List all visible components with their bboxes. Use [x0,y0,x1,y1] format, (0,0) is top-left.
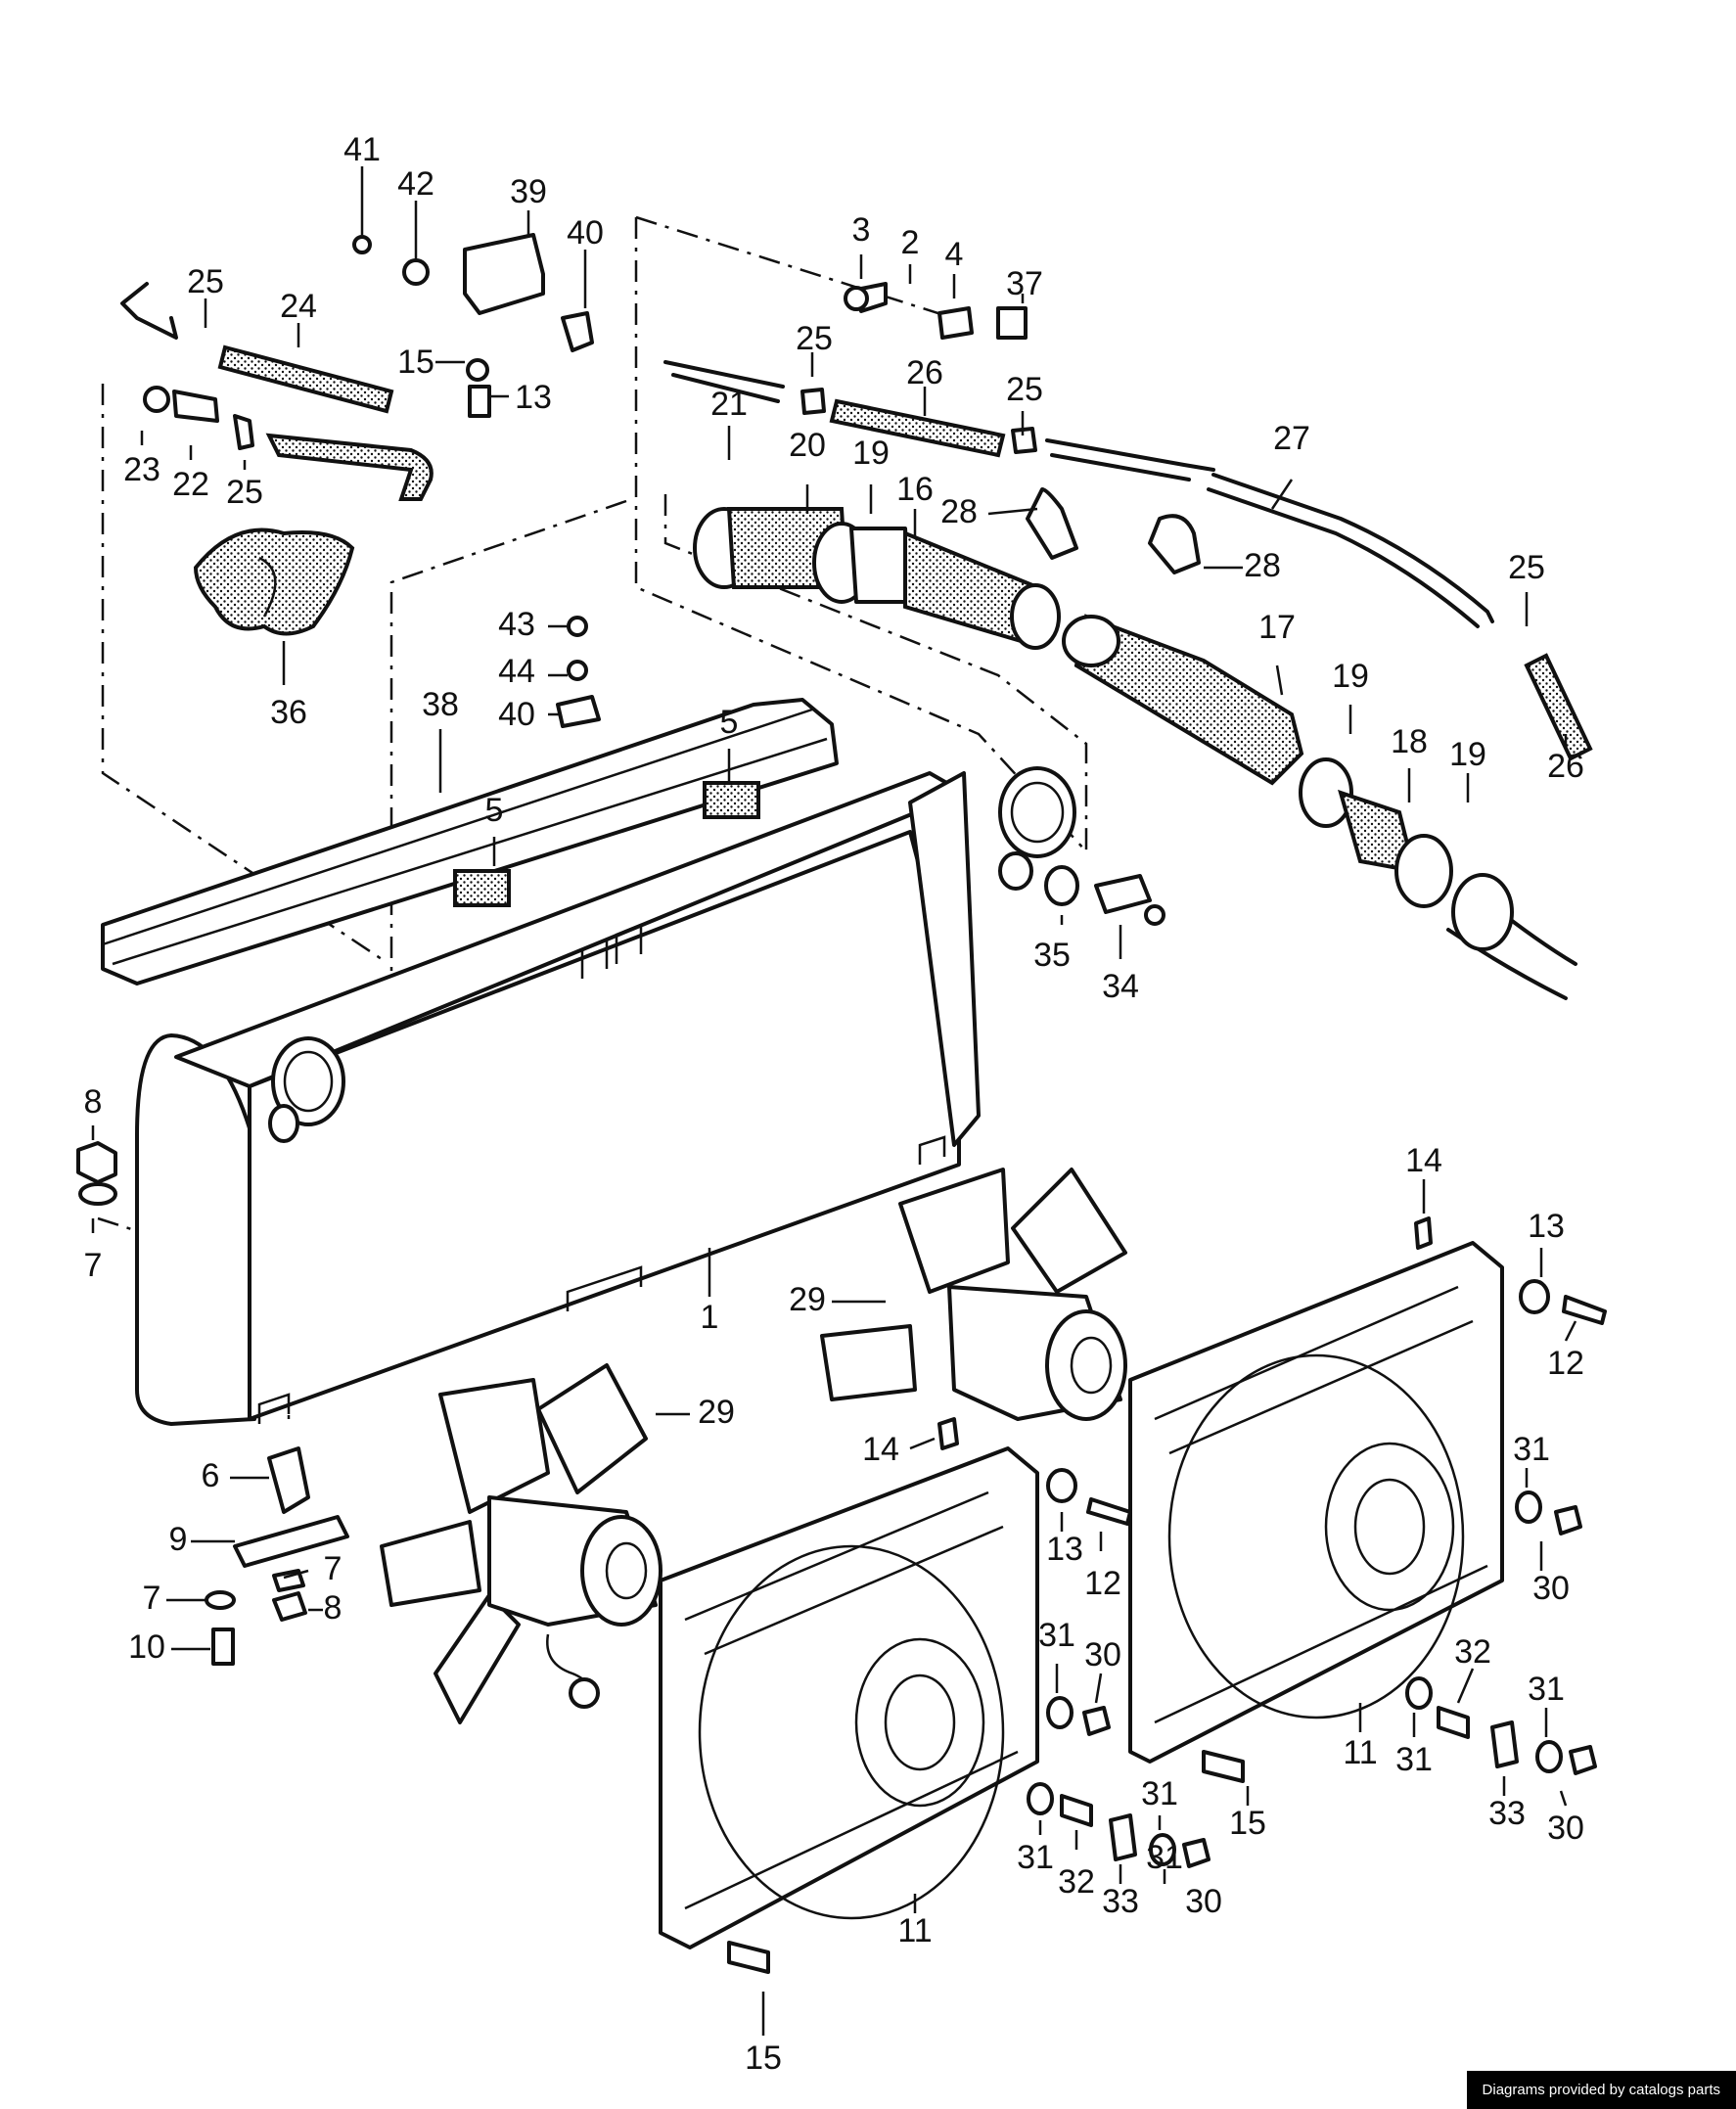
callout-25: 25 [187,263,224,300]
hose-assembly [120,282,1593,1000]
callout-7: 7 [84,1247,103,1284]
callout-25: 25 [226,474,263,511]
leader-lines [91,166,1577,2036]
callout-9: 9 [169,1521,188,1558]
callout-25: 25 [1006,371,1043,408]
callout-17: 17 [1258,609,1296,646]
heat-shield [193,527,355,636]
callout-29: 29 [789,1281,826,1318]
callout-12: 12 [1547,1345,1584,1382]
radiator-mount [76,1141,349,1666]
callout-5: 5 [485,792,504,829]
callout-25: 25 [1508,549,1545,586]
callout-30: 30 [1185,1883,1222,1920]
callout-13: 13 [1046,1531,1083,1568]
callout-33: 33 [1102,1883,1139,1920]
callout-15: 15 [1229,1805,1266,1842]
fan-motor-rear [820,1168,1127,1421]
callout-30: 30 [1547,1810,1584,1847]
credit-badge: Diagrams provided by catalogs parts [1466,2071,1736,2109]
callout-20: 20 [789,427,826,464]
callout-6: 6 [202,1457,220,1494]
callout-labels: 41 42 39 40 25 24 15 13 23 22 25 36 3 2 … [84,131,1584,2077]
callout-12: 12 [1084,1565,1121,1602]
radiator-shroud-rail [101,698,839,986]
callout-4: 4 [945,236,964,273]
callout-28: 28 [940,493,978,530]
callout-14: 14 [862,1431,899,1468]
callout-19: 19 [852,435,890,472]
callout-40: 40 [498,696,535,733]
fan-shroud-rear [1128,1241,1504,1764]
callout-8: 8 [324,1589,343,1627]
callout-30: 30 [1084,1636,1121,1673]
callout-1: 1 [701,1299,719,1336]
callout-27: 27 [1273,420,1310,457]
callout-31: 31 [1395,1741,1433,1778]
callout-40: 40 [567,214,604,252]
callout-33: 33 [1488,1795,1526,1832]
fastener-set-upper [143,233,1037,728]
callout-38: 38 [422,686,459,723]
callout-15: 15 [397,344,434,381]
fastener-set-lower [727,1216,1607,1974]
callout-31: 31 [1017,1839,1054,1876]
callout-30: 30 [1532,1570,1570,1607]
callout-39: 39 [510,173,547,210]
callout-11: 11 [1343,1734,1377,1771]
callout-26: 26 [906,354,943,391]
callout-21: 21 [710,386,748,423]
callout-37: 37 [1006,265,1043,302]
callout-16: 16 [896,471,934,508]
callout-7: 7 [143,1580,161,1617]
callout-10: 10 [128,1628,165,1666]
callout-13: 13 [1528,1208,1565,1245]
callout-26: 26 [1547,748,1584,785]
callout-19: 19 [1449,736,1486,773]
callout-41: 41 [343,131,381,168]
callout-18: 18 [1391,723,1428,760]
callout-31: 31 [1528,1671,1565,1708]
radiator [135,766,1076,1426]
callout-8: 8 [84,1083,103,1121]
callout-31: 31 [1513,1431,1550,1468]
callout-44: 44 [498,653,535,690]
thermo-switch [1044,865,1165,926]
callout-31: 31 [1146,1839,1183,1876]
callout-25: 25 [796,320,833,357]
callout-28: 28 [1244,547,1281,584]
callout-43: 43 [498,606,535,643]
callout-31: 31 [1141,1775,1178,1812]
callout-42: 42 [397,165,434,203]
callout-32: 32 [1058,1863,1095,1901]
callout-19: 19 [1332,658,1369,695]
fan-motor-front [380,1363,662,1724]
callout-5: 5 [720,704,739,741]
callout-7: 7 [324,1550,343,1587]
callout-11: 11 [897,1912,932,1949]
callout-24: 24 [280,288,317,325]
callout-14: 14 [1405,1142,1442,1179]
callout-31: 31 [1038,1617,1075,1654]
callout-35: 35 [1033,937,1071,974]
callout-23: 23 [123,451,160,488]
callout-13: 13 [515,379,552,416]
callout-15: 15 [745,2040,782,2077]
callout-29: 29 [698,1394,735,1431]
callout-36: 36 [270,694,307,731]
callout-34: 34 [1102,968,1139,1005]
callout-3: 3 [852,211,871,249]
fan-shroud-front [659,1446,1039,1949]
foam-pad [453,781,760,907]
callout-22: 22 [172,466,209,503]
callout-2: 2 [901,224,920,261]
callout-32: 32 [1454,1633,1491,1671]
